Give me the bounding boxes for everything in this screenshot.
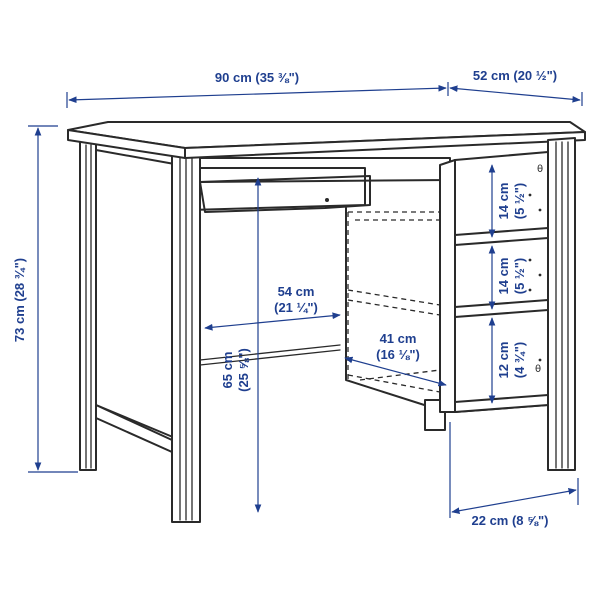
shelf-1 [454,227,549,246]
dimensions: 90 cm (35 ⅜") 52 cm (20 ½") 73 cm (28 ¾"… [12,68,583,528]
left-side-panel [95,149,181,441]
shelf-front-left-post [439,159,456,413]
depth-label: 52 cm (20 ½") [473,68,557,83]
drawer-rail [199,175,371,213]
knee-height-in: (25 ⅝") [236,348,251,392]
shelf-2 [454,299,549,318]
width-label: 90 cm (35 ⅜") [215,70,299,85]
shelf-depth-in: (16 ⅛") [376,347,420,362]
gap-top-cm: 14 cm [496,183,511,220]
svg-text:θ: θ [535,364,541,375]
gap-mid-cm: 14 cm [496,258,511,295]
shelf-bottom [454,394,549,413]
height-label: 73 cm (28 ¾") [12,258,27,342]
drawer-knob [325,198,329,202]
gap-bottom-cm: 12 cm [496,342,511,379]
desk-drawing: θ θ [67,121,586,523]
knee-height-cm: 65 cm [220,352,235,389]
gap-top-in: (5 ½") [512,183,527,220]
back-rail [189,167,366,211]
back-left-leg [79,141,97,471]
knee-depth-in: (21 ¼") [274,300,318,315]
svg-text:θ: θ [537,164,543,175]
shelf-pin-holes [528,193,542,362]
knee-depth-cm: 54 cm [278,284,315,299]
desk-top-edge-side [184,131,586,159]
shelf-depth-cm: 41 cm [380,331,417,346]
gap-mid-in: (5 ½") [512,258,527,295]
gap-bottom-in: (4 ¾") [512,342,527,379]
shelf-width-label: 22 cm (8 ⅝") [472,513,549,528]
